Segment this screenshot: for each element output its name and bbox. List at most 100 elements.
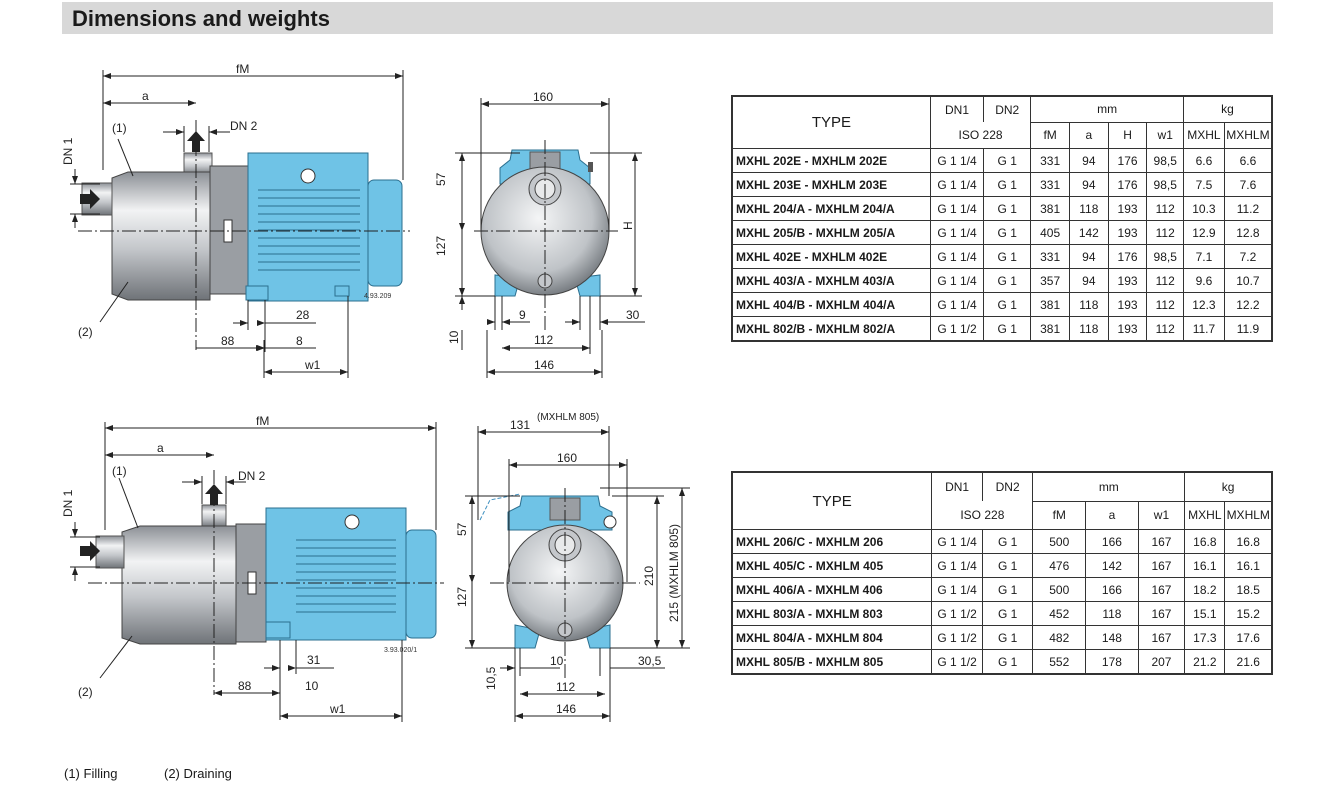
cell-dn2: G 1: [983, 316, 1032, 342]
cell-mxhl: 11.7: [1183, 316, 1225, 342]
cell-fm: 381: [1030, 196, 1070, 221]
col-header-dn1-2: DN1: [931, 471, 983, 501]
cell-dn1: G 1 1/4: [929, 292, 985, 317]
cell-type: MXHL 802/B - MXHLM 802/A: [731, 316, 931, 342]
cell-type: MXHL 206/C - MXHLM 206: [731, 529, 933, 554]
cell-dn1: G 1 1/4: [929, 172, 985, 197]
cell-dn2: G 1: [983, 268, 1032, 293]
dimension-lines-2: [70, 422, 444, 722]
cell-mxhlm: 7.6: [1223, 172, 1273, 197]
col-header-w1: w1: [1146, 121, 1185, 149]
cell-dn2: G 1: [981, 577, 1034, 602]
outlet-arrow-icon-2: [205, 484, 223, 505]
cell-mxhl: 17.3: [1184, 625, 1226, 650]
cell-mxhl: 9.6: [1183, 268, 1225, 293]
dim-160: 160: [533, 90, 553, 104]
col-header-a: a: [1068, 121, 1109, 149]
dim-10-side: 10: [305, 679, 319, 693]
dim-57-2: 57: [455, 522, 469, 536]
footnote-filling: (1) Filling: [64, 766, 118, 781]
dim-w1: w1: [304, 358, 321, 372]
cell-type: MXHL 205/B - MXHLM 205/A: [731, 220, 931, 245]
cell-a: 118: [1068, 196, 1109, 221]
col-header-a-2: a: [1085, 500, 1139, 530]
dim-fm: fM: [236, 62, 249, 76]
cell-dn2: G 1: [981, 553, 1034, 578]
col-header-kg: kg: [1183, 95, 1273, 122]
dimensions-table-2: TYPE DN1 DN2 mm kg ISO 228 fM a w1 MXHL …: [731, 471, 1273, 675]
cell-a: 142: [1085, 553, 1139, 578]
cell-fm: 331: [1030, 148, 1070, 173]
dim-10: 10: [447, 330, 461, 344]
dim-dn2: DN 2: [230, 119, 258, 133]
cell-fm: 331: [1030, 244, 1070, 269]
pump-side-view-1: [81, 152, 403, 302]
cell-type: MXHL 203E - MXHLM 203E: [731, 172, 931, 197]
drawing-ref-2: 3.93.020/1: [384, 647, 417, 654]
dim-30-5: 30,5: [638, 654, 662, 668]
cell-w1: 98,5: [1146, 172, 1185, 197]
cell-mxhl: 12.9: [1183, 220, 1225, 245]
cell-dn2: G 1: [981, 649, 1034, 675]
cell-w1: 207: [1137, 649, 1186, 675]
dim-146: 146: [534, 358, 554, 372]
cell-type: MXHL 804/A - MXHLM 804: [731, 625, 933, 650]
cell-h: 176: [1107, 244, 1148, 269]
dim-a: a: [142, 89, 149, 103]
dimension-lines-1: [70, 70, 410, 378]
cell-mxhlm: 17.6: [1224, 625, 1273, 650]
cell-w1: 112: [1146, 220, 1185, 245]
cell-type: MXHL 204/A - MXHLM 204/A: [731, 196, 931, 221]
section-title: Dimensions and weights: [72, 6, 330, 31]
cell-mxhlm: 15.2: [1224, 601, 1273, 626]
cell-mxhl: 21.2: [1184, 649, 1226, 675]
cell-type: MXHL 805/B - MXHLM 805: [731, 649, 933, 675]
col-header-mxhl-2: MXHL: [1184, 500, 1226, 530]
cell-fm: 357: [1030, 268, 1070, 293]
dim-127-2: 127: [455, 587, 469, 607]
dim-9: 9: [519, 308, 526, 322]
cell-a: 142: [1068, 220, 1109, 245]
cell-mxhlm: 7.2: [1223, 244, 1273, 269]
col-header-iso: ISO 228: [929, 122, 1032, 149]
dim-10-front: 10: [550, 654, 564, 668]
dim-10-5: 10,5: [484, 666, 498, 690]
col-header-fm: fM: [1030, 121, 1070, 149]
dim-a-2: a: [157, 441, 164, 455]
cell-fm: 482: [1032, 625, 1087, 650]
cell-a: 118: [1068, 316, 1109, 342]
cell-h: 193: [1107, 268, 1148, 293]
cell-mxhlm: 6.6: [1223, 148, 1273, 173]
cell-w1: 167: [1137, 625, 1186, 650]
dim-dn1-2: DN 1: [61, 489, 75, 517]
dim-31: 31: [307, 653, 321, 667]
cell-mxhl: 18.2: [1184, 577, 1226, 602]
cell-h: 193: [1107, 292, 1148, 317]
cell-dn1: G 1 1/2: [931, 601, 983, 626]
col-header-mxhlm: MXHLM: [1223, 121, 1273, 149]
cell-a: 148: [1085, 625, 1139, 650]
cell-mxhlm: 10.7: [1223, 268, 1273, 293]
cell-w1: 112: [1146, 268, 1185, 293]
outlet-arrow-icon: [187, 131, 205, 152]
cell-mxhlm: 11.2: [1223, 196, 1273, 221]
cell-a: 118: [1085, 601, 1139, 626]
pump-side-view-2: [95, 504, 437, 645]
cell-mxhlm: 16.1: [1224, 553, 1273, 578]
cell-w1: 167: [1137, 529, 1186, 554]
cell-dn1: G 1 1/4: [931, 577, 983, 602]
col-header-mm-2: mm: [1032, 471, 1186, 501]
dim-210: 210: [642, 566, 656, 586]
inlet-arrow-icon: [80, 189, 100, 209]
dim-160-2: 160: [557, 451, 577, 465]
cell-type: MXHL 202E - MXHLM 202E: [731, 148, 931, 173]
section-header: Dimensions and weights: [62, 2, 1273, 34]
cell-dn2: G 1: [983, 244, 1032, 269]
dim-131-note: (MXHLM 805): [537, 412, 599, 423]
label-filling-2: (1): [112, 464, 127, 478]
dim-215: 215 (MXHLM 805): [667, 524, 681, 622]
